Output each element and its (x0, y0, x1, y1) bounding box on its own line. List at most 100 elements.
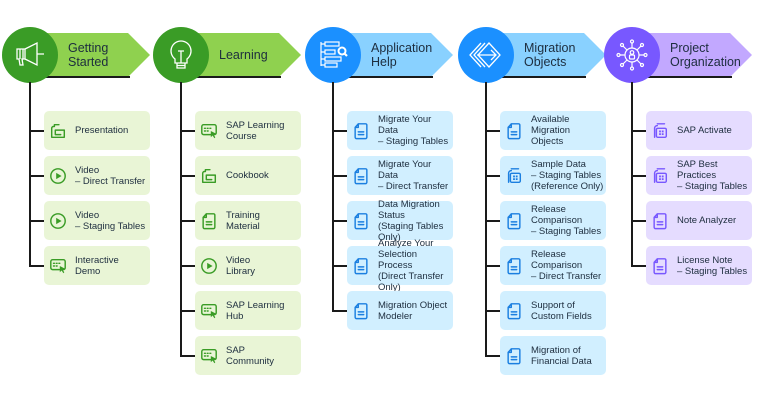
document-icon (351, 211, 371, 231)
category-banner[interactable]: Application Help (331, 33, 453, 77)
category-banner[interactable]: Learning (179, 33, 301, 77)
resource-card[interactable]: SAP Learning Course (195, 111, 301, 150)
megaphone-icon (2, 27, 58, 83)
resource-card[interactable]: Migration of Financial Data (500, 336, 606, 375)
title-underline (498, 76, 586, 78)
connector-trunk (631, 82, 633, 267)
connector-branch (29, 130, 46, 132)
resource-card-label: Video – Direct Transfer (75, 164, 146, 187)
interactive-screen-icon (199, 346, 219, 366)
connector-trunk (332, 82, 334, 312)
resource-card-label: Video – Staging Tables (75, 209, 146, 232)
resource-card-label: Data Migration Status (Staging Tables On… (378, 198, 444, 243)
document-icon (504, 346, 524, 366)
document-icon (504, 301, 524, 321)
resource-card[interactable]: License Note – Staging Tables (646, 246, 752, 285)
resource-card-label: SAP Activate (677, 125, 732, 136)
connector-trunk (180, 82, 182, 357)
resource-card-label: SAP Best Practices – Staging Tables (677, 159, 748, 192)
resource-card[interactable]: Available Migration Objects (500, 111, 606, 150)
connector-branch (631, 175, 648, 177)
resource-card[interactable]: SAP Activate (646, 111, 752, 150)
presentation-icon (199, 166, 219, 186)
resource-card[interactable]: Presentation (44, 111, 150, 150)
resource-card[interactable]: SAP Best Practices – Staging Tables (646, 156, 752, 195)
resource-card-label: Training Material (226, 209, 260, 232)
connector-branch (485, 220, 502, 222)
resource-card[interactable]: Migrate Your Data – Staging Tables (347, 111, 453, 150)
tree-search-icon (305, 27, 361, 83)
resource-card[interactable]: Interactive Demo (44, 246, 150, 285)
play-icon (48, 166, 68, 186)
category-banner[interactable]: Migration Objects (484, 33, 606, 77)
spreadsheet-icon (650, 121, 670, 141)
resource-card[interactable]: Video – Direct Transfer (44, 156, 150, 195)
resource-card[interactable]: Video Library (195, 246, 301, 285)
connector-branch (631, 220, 648, 222)
resource-card-label: Sample Data – Staging Tables (Reference … (531, 159, 604, 192)
title-underline (42, 76, 130, 78)
resource-card-label: Migration of Financial Data (531, 344, 592, 367)
banner-arrow-shape (331, 33, 453, 77)
resource-card-label: Release Comparison – Direct Transfer (531, 249, 602, 282)
connector-branch (180, 265, 197, 267)
title-underline (193, 76, 281, 78)
spreadsheet-icon (504, 166, 524, 186)
resource-card-label: Presentation (75, 125, 129, 136)
connector-branch (180, 175, 197, 177)
play-icon (48, 211, 68, 231)
category-title: Getting Started (68, 41, 109, 69)
resource-card[interactable]: Data Migration Status (Staging Tables On… (347, 198, 453, 243)
connector-branch (485, 175, 502, 177)
banner-arrow-shape (484, 33, 606, 77)
migration-arrow-icon (458, 27, 514, 83)
resource-card-label: Support of Custom Fields (531, 299, 592, 322)
lightbulb-icon (153, 27, 209, 83)
resource-card[interactable]: Video – Staging Tables (44, 201, 150, 240)
connector-trunk (485, 82, 487, 357)
connector-branch (180, 220, 197, 222)
resource-card[interactable]: Note Analyzer (646, 201, 752, 240)
resource-card[interactable]: Cookbook (195, 156, 301, 195)
resource-card[interactable]: Sample Data – Staging Tables (Reference … (500, 156, 606, 195)
resource-card[interactable]: Training Material (195, 201, 301, 240)
resource-card-label: Note Analyzer (677, 215, 737, 226)
document-icon (351, 256, 371, 276)
banner-arrow-shape (179, 33, 301, 77)
resource-card[interactable]: Migrate Your Data – Direct Transfer (347, 156, 453, 195)
connector-branch (29, 265, 46, 267)
category-banner[interactable]: Getting Started (28, 33, 150, 77)
presentation-icon (48, 121, 68, 141)
interactive-screen-icon (199, 301, 219, 321)
connector-branch (29, 175, 46, 177)
connector-branch (485, 310, 502, 312)
connector-branch (332, 175, 349, 177)
spreadsheet-icon (650, 166, 670, 186)
resource-card[interactable]: SAP Learning Hub (195, 291, 301, 330)
resource-card[interactable]: SAP Community (195, 336, 301, 375)
resource-card-label: Interactive Demo (75, 254, 119, 277)
document-icon (351, 166, 371, 186)
category-banner[interactable]: Project Organization (630, 33, 752, 77)
document-icon (504, 211, 524, 231)
resource-card[interactable]: Support of Custom Fields (500, 291, 606, 330)
resource-card[interactable]: Migration Object Modeler (347, 291, 453, 330)
resource-card[interactable]: Release Comparison – Staging Tables (500, 201, 606, 240)
resource-card[interactable]: Release Comparison – Direct Transfer (500, 246, 606, 285)
resource-card-label: SAP Community (226, 344, 275, 367)
document-icon (199, 211, 219, 231)
resource-card-label: Migrate Your Data – Staging Tables (378, 114, 449, 147)
document-icon (504, 121, 524, 141)
connector-branch (485, 130, 502, 132)
resource-card-label: Available Migration Objects (531, 114, 571, 147)
connector-branch (332, 310, 349, 312)
title-underline (345, 76, 433, 78)
banner-arrow-shape (630, 33, 752, 77)
resource-card-label: Video Library (226, 254, 256, 277)
connector-branch (180, 310, 197, 312)
title-underline (644, 76, 732, 78)
resource-card[interactable]: Analyze Your Selection Process (Direct T… (347, 238, 453, 293)
